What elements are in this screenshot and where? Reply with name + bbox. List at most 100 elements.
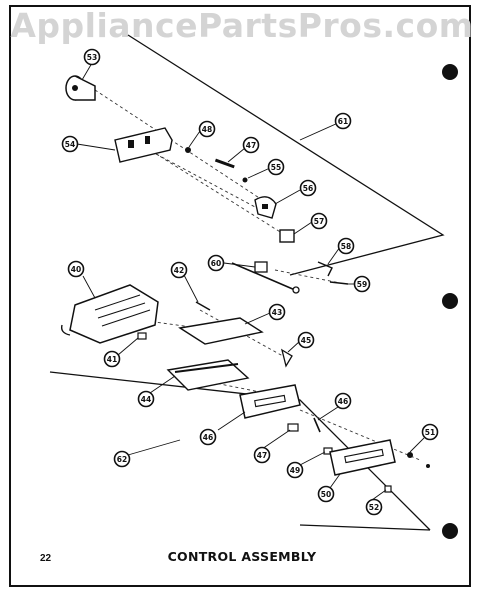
part-pin (214, 158, 235, 169)
callout-56: 56 (299, 179, 317, 197)
callout-label: 56 (303, 184, 313, 193)
callout-label: 47 (257, 451, 267, 460)
callout-47: 47 (242, 136, 260, 154)
callout-circle (337, 237, 355, 255)
part-thermostat-knob (65, 75, 96, 101)
part-spacer (137, 332, 147, 340)
callout-circle (170, 261, 188, 279)
part-cover-plate (178, 317, 264, 345)
lower-assembly-outline-base (299, 524, 431, 531)
callout-circle (334, 392, 352, 410)
upper-assembly-outline (127, 34, 445, 276)
callout-label: 58 (341, 242, 351, 251)
callout-51: 51 (421, 423, 439, 441)
part-front-panel (329, 439, 396, 476)
callout-label: 46 (338, 397, 348, 406)
callout-label: 45 (301, 336, 311, 345)
callout-label: 41 (107, 355, 117, 364)
callout-circle (113, 450, 131, 468)
callout-circle (253, 446, 271, 464)
callout-label: 49 (290, 466, 300, 475)
callout-circle (353, 275, 371, 293)
page-border (9, 5, 471, 587)
callout-61: 61 (334, 112, 352, 130)
callout-circle (334, 112, 352, 130)
part-clip-58 (317, 261, 333, 277)
callout-62: 62 (113, 450, 131, 468)
part-pin-51 (426, 464, 430, 468)
callout-label: 62 (117, 455, 127, 464)
callout-label: 46 (203, 433, 213, 442)
callout-40: 40 (67, 260, 85, 278)
callout-circle (207, 254, 225, 272)
callout-45: 45 (297, 331, 315, 349)
part-screw-42 (195, 301, 211, 311)
part-switch (254, 196, 277, 219)
callout-label: 50 (321, 490, 331, 499)
callout-label: 48 (202, 125, 212, 134)
part-control-board (60, 284, 159, 344)
callout-43: 43 (268, 303, 286, 321)
part-control-housing (239, 384, 301, 419)
part-tray (166, 359, 250, 391)
part-clip (242, 177, 248, 183)
part-control-bracket (114, 127, 173, 163)
callout-circle (198, 120, 216, 138)
callout-label: 61 (338, 117, 348, 126)
part-connector (279, 229, 295, 243)
callout-label: 42 (174, 266, 184, 275)
callout-label: 47 (246, 141, 256, 150)
callout-label: 60 (211, 259, 221, 268)
callout-44: 44 (137, 390, 155, 408)
callout-circle (67, 260, 85, 278)
callout-label: 51 (425, 428, 435, 437)
callout-circle (297, 331, 315, 349)
callout-circle (199, 428, 217, 446)
callout-49: 49 (286, 461, 304, 479)
callout-47: 47 (253, 446, 271, 464)
callout-57: 57 (310, 212, 328, 230)
callout-circle (365, 498, 383, 516)
callout-circle (103, 350, 121, 368)
part-nut (287, 423, 299, 432)
callout-label: 43 (272, 308, 282, 317)
callout-circle (61, 135, 79, 153)
callout-circle (286, 461, 304, 479)
registration-dot (442, 293, 458, 309)
callout-label: 57 (314, 217, 324, 226)
callout-label: 40 (71, 265, 81, 274)
callout-group: 53 61 54 48 47 55 56 57 58 59 60 40 42 43 45 41 44 46 46 47… (61, 48, 439, 516)
callout-58: 58 (337, 237, 355, 255)
leader-lines (76, 62, 425, 501)
watermark: AppliancePartsPros.com (10, 6, 474, 45)
callout-52: 52 (365, 498, 383, 516)
callout-circle (421, 423, 439, 441)
callout-circle (299, 179, 317, 197)
callout-label: 52 (369, 503, 379, 512)
registration-dot (442, 523, 458, 539)
callout-59: 59 (353, 275, 371, 293)
callout-46: 46 (199, 428, 217, 446)
part-screw-46 (313, 417, 321, 433)
part-clip-45 (280, 348, 293, 368)
callout-60: 60 (207, 254, 225, 272)
callout-label: 53 (87, 53, 97, 62)
part-screw-51 (407, 452, 413, 458)
part-screw-59 (329, 281, 349, 285)
callout-55: 55 (267, 158, 285, 176)
callout-53: 53 (83, 48, 101, 66)
callout-41: 41 (103, 350, 121, 368)
callout-50: 50 (317, 485, 335, 503)
callout-circle (267, 158, 285, 176)
page-number: 22 (40, 553, 52, 564)
part-screw (185, 147, 191, 153)
part-sensor-wire (231, 261, 300, 294)
callout-label: 44 (141, 395, 151, 404)
part-clip-52 (384, 485, 392, 493)
callout-circle (242, 136, 260, 154)
callout-label: 54 (65, 140, 75, 149)
registration-dot (442, 64, 458, 80)
callout-label: 59 (357, 280, 367, 289)
